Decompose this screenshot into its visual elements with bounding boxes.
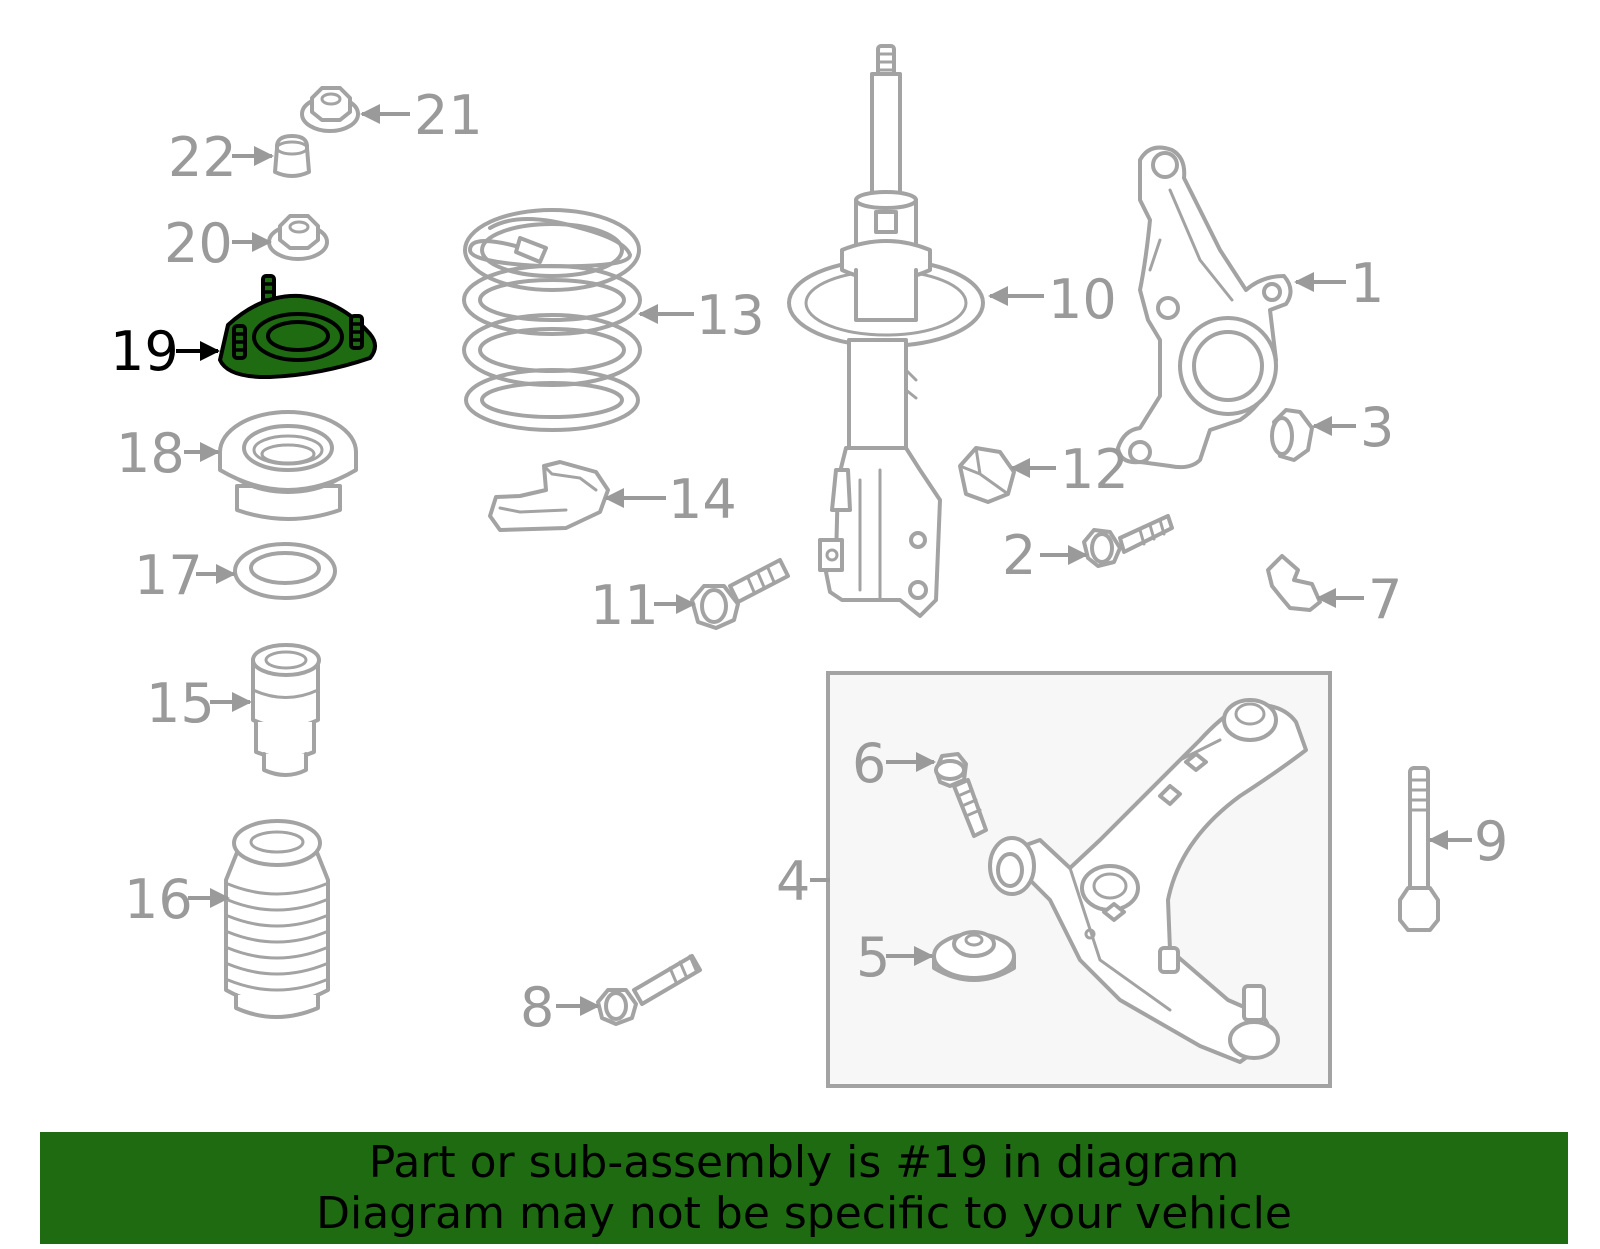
callout-11[interactable]: 11 <box>590 574 659 637</box>
info-banner: Part or sub-assembly is #19 in diagram D… <box>40 1132 1568 1244</box>
callout-16[interactable]: 16 <box>124 868 193 931</box>
part-6-bolt[interactable] <box>934 752 988 838</box>
part-10-strut-assembly[interactable] <box>787 44 985 618</box>
part-21-flange-nut[interactable] <box>300 86 360 133</box>
part-3-nut[interactable] <box>1270 408 1314 462</box>
part-13-coil-spring[interactable] <box>462 208 642 432</box>
part-7-clip[interactable] <box>1266 554 1322 612</box>
callout-4[interactable]: 4 <box>776 850 810 913</box>
part-15-bump-stop[interactable] <box>251 643 321 777</box>
callout-7[interactable]: 7 <box>1368 568 1402 631</box>
part-14-spring-insulator[interactable] <box>488 460 610 532</box>
part-4-lower-control-arm[interactable] <box>988 698 1308 1064</box>
banner-line-disclaimer: Diagram may not be specific to your vehi… <box>316 1188 1292 1239</box>
callout-13[interactable]: 13 <box>696 284 765 347</box>
callout-12[interactable]: 12 <box>1060 438 1129 501</box>
part-9-long-bolt[interactable] <box>1398 766 1440 932</box>
part-2-bolt[interactable] <box>1082 514 1174 568</box>
callout-10[interactable]: 10 <box>1048 268 1117 331</box>
part-16-dust-boot[interactable] <box>224 819 330 1019</box>
part-17-washer[interactable] <box>233 542 337 600</box>
callout-20[interactable]: 20 <box>164 212 233 275</box>
callout-3[interactable]: 3 <box>1360 396 1394 459</box>
callout-18[interactable]: 18 <box>116 422 185 485</box>
part-19-strut-mount[interactable] <box>218 274 377 380</box>
callout-6[interactable]: 6 <box>852 732 886 795</box>
part-20-flange-nut[interactable] <box>267 214 329 261</box>
callout-15[interactable]: 15 <box>146 672 215 735</box>
part-12-nut-cap[interactable] <box>958 446 1016 504</box>
callout-21[interactable]: 21 <box>414 84 483 147</box>
callout-17[interactable]: 17 <box>134 544 203 607</box>
callout-2[interactable]: 2 <box>1002 524 1036 587</box>
part-18-spring-seat[interactable] <box>218 410 358 521</box>
part-5-bushing[interactable] <box>932 930 1016 982</box>
part-1-steering-knuckle[interactable] <box>1116 145 1293 470</box>
callout-19[interactable]: 19 <box>110 320 179 383</box>
callout-14[interactable]: 14 <box>668 468 737 531</box>
banner-line-part: Part or sub-assembly is #19 in diagram <box>368 1137 1240 1188</box>
callout-9[interactable]: 9 <box>1474 810 1508 873</box>
callout-1[interactable]: 1 <box>1350 252 1384 315</box>
part-11-bolt[interactable] <box>690 558 790 630</box>
callout-8[interactable]: 8 <box>520 976 554 1039</box>
callout-22[interactable]: 22 <box>168 126 237 189</box>
part-22-cap[interactable] <box>273 134 311 178</box>
part-8-bolt[interactable] <box>596 954 702 1026</box>
callout-leaders <box>176 104 1472 1016</box>
callout-5[interactable]: 5 <box>856 926 890 989</box>
